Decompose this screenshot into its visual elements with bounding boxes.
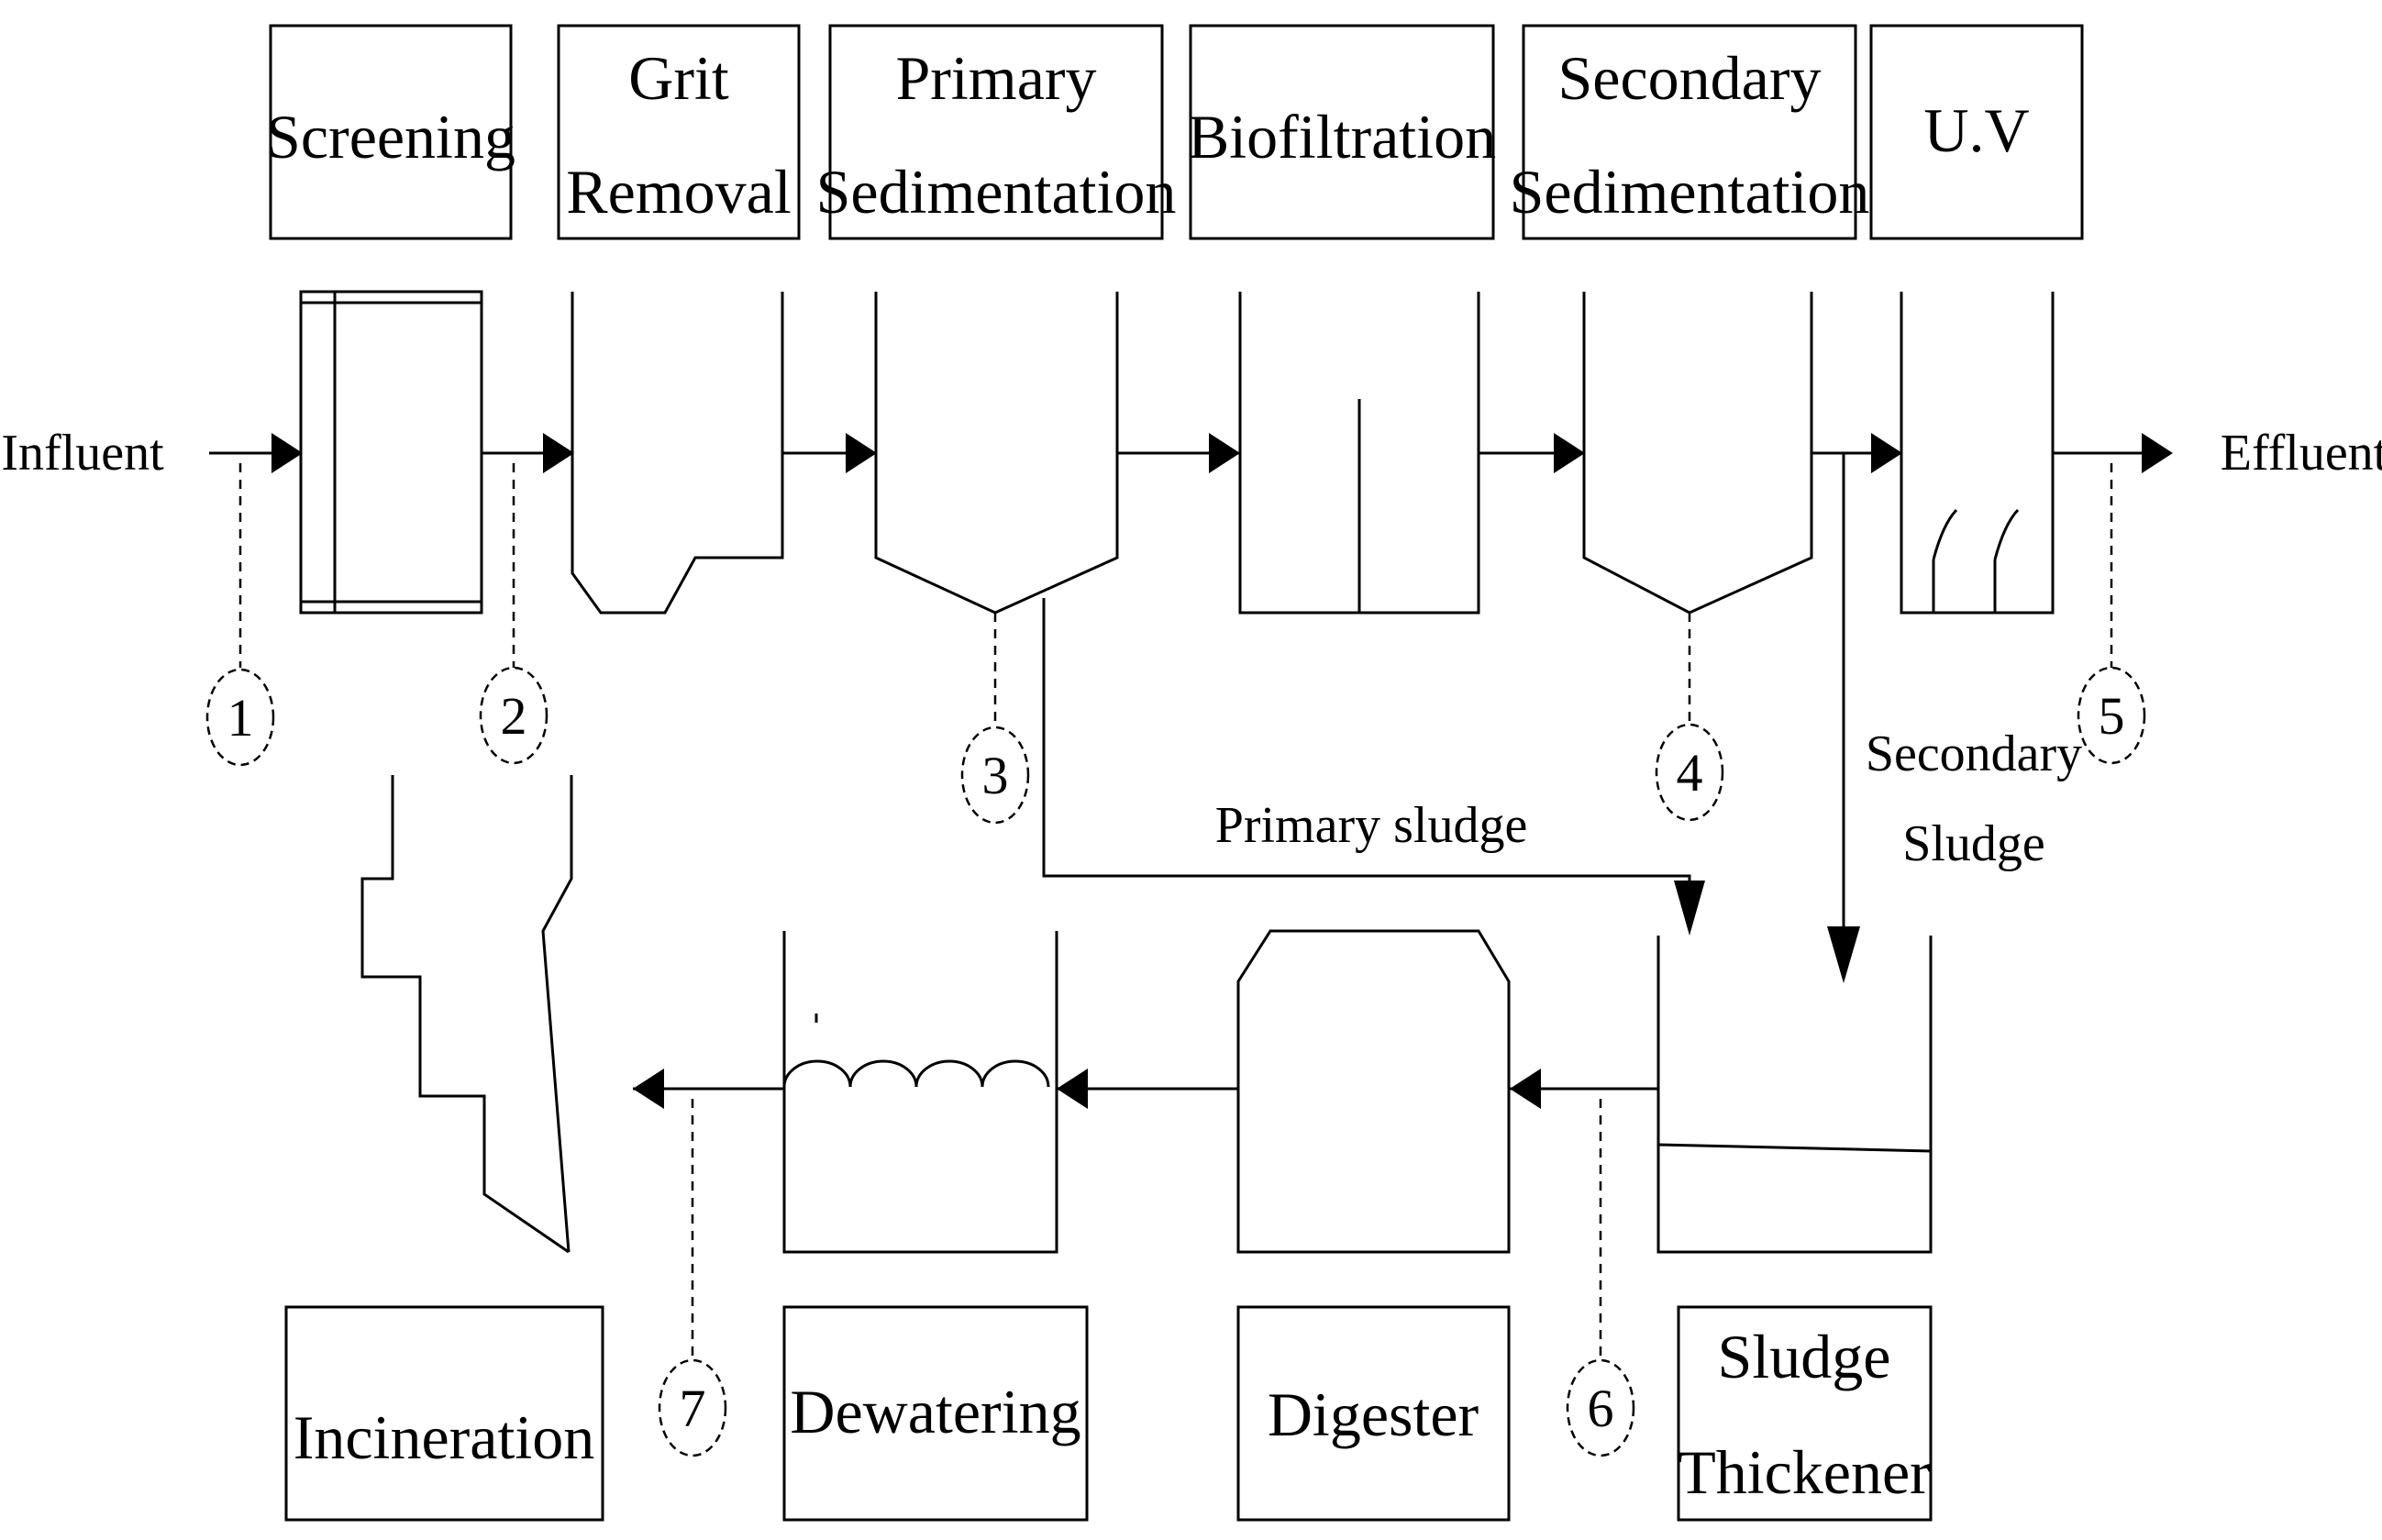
stage-box-uv: U.V [1869,24,2084,240]
sampling-point-4: 4 [1655,613,1724,822]
influent-label: Influent [1,425,164,482]
stage-label-sludge-thickener-line2: Thickener [1678,1437,1931,1507]
sampling-point-7-label: 7 [680,1379,706,1438]
secondary-sludge-line [1827,453,1860,983]
bottom-stage-boxes: Incineration Dewatering Digester Sludge … [284,1305,1933,1522]
stage-box-biofiltration: Biofiltration [1188,24,1496,240]
dewatering-unit [782,931,1058,1254]
stage-box-primary-sedimentation: Primary Sedimentation [816,24,1177,240]
main-flow-line [209,433,2173,473]
digester-tank [1236,929,1511,1254]
sampling-point-1: 1 [205,463,275,767]
grit-removal-tank [571,292,784,615]
stage-label-primary-sedimentation-line2: Sedimentation [816,157,1177,227]
sampling-point-6: 6 [1566,1099,1635,1457]
stage-label-sludge-thickener-line1: Sludge [1718,1322,1891,1391]
sampling-point-2: 2 [479,463,548,765]
sampling-point-4-label: 4 [1677,743,1703,803]
stage-box-dewatering: Dewatering [782,1305,1089,1522]
sampling-point-7: 7 [658,1099,727,1457]
sludge-flow-line [633,1069,1658,1109]
bottom-process-vessels [360,775,1933,1254]
effluent-label: Effluent [2221,425,2382,482]
uv-channel [1900,292,2055,615]
stage-box-incineration: Incineration [284,1305,604,1522]
sampling-point-6-label: 6 [1588,1379,1614,1438]
sludge-thickener-tank [1656,936,1933,1254]
stage-box-grit-removal: Grit Removal [557,24,801,240]
stage-label-uv: U.V [1923,95,2029,165]
incinerator-shape [360,775,573,1254]
primary-sedimentation-tank [874,292,1119,615]
stage-label-grit-removal-line2: Removal [566,157,792,227]
stage-label-grit-removal-line1: Grit [628,43,729,113]
primary-sludge-line [1042,598,1705,936]
sampling-point-5-label: 5 [2099,686,2125,746]
sampling-point-3: 3 [960,613,1030,825]
stage-label-secondary-sedimentation-line2: Sedimentation [1510,157,1870,227]
top-stage-boxes: Screening Grit Removal Primary Sedimenta… [266,24,2084,240]
primary-sludge-label: Primary sludge [1215,797,1528,854]
stage-label-incineration: Incineration [294,1402,595,1472]
stage-label-screening: Screening [266,102,515,172]
secondary-sludge-label-line1: Secondary [1866,726,2082,782]
secondary-sedimentation-tank [1582,292,1813,615]
stage-box-sludge-thickener: Sludge Thickener [1677,1305,1933,1522]
stage-box-screening: Screening [266,24,515,240]
stage-label-dewatering: Dewatering [790,1377,1080,1446]
stage-label-digester: Digester [1268,1379,1479,1449]
sampling-point-2-label: 2 [501,686,527,746]
stage-box-digester: Digester [1236,1305,1511,1522]
secondary-sludge-label-line2: Sludge [1902,815,2045,872]
stage-label-primary-sedimentation-line1: Primary [895,43,1096,113]
stage-label-secondary-sedimentation-line1: Secondary [1557,43,1821,113]
screening-vessel [299,290,483,615]
sampling-points: 1 2 3 4 5 6 7 [205,463,2146,1457]
sampling-point-3-label: 3 [982,746,1009,805]
sampling-point-1-label: 1 [227,688,254,748]
sampling-point-5: 5 [2077,463,2146,765]
stage-label-biofiltration: Biofiltration [1188,102,1496,172]
stage-box-secondary-sedimentation: Secondary Sedimentation [1510,24,1870,240]
biofilter-tank [1238,292,1480,615]
